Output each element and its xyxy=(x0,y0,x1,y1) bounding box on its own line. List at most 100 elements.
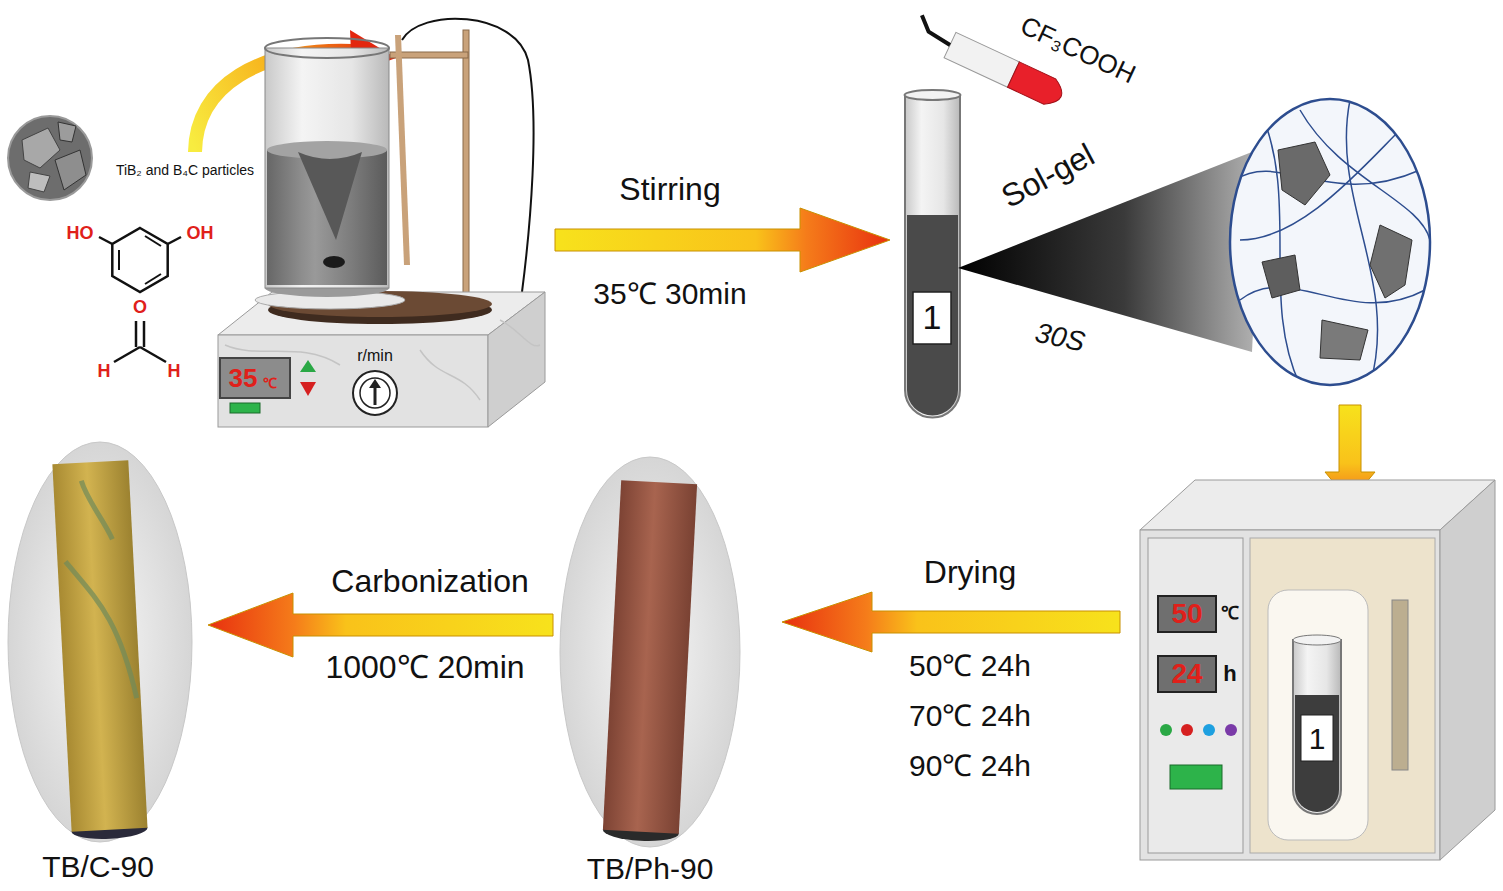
particle xyxy=(28,172,50,192)
power-button xyxy=(1170,765,1222,789)
stirrer-setup: 35℃r/min xyxy=(210,28,550,430)
display xyxy=(220,358,290,398)
stand-rod xyxy=(463,30,469,295)
liquid xyxy=(1295,695,1339,812)
liquid xyxy=(907,215,958,415)
indicator xyxy=(1225,724,1237,736)
condition-label: 1000℃ 20min xyxy=(325,650,524,685)
particle xyxy=(1262,255,1300,298)
double-bond xyxy=(135,321,138,347)
dial-pointer xyxy=(374,386,377,405)
oven-side xyxy=(1440,480,1495,860)
stir-bar xyxy=(323,256,345,268)
tube-label-box xyxy=(913,292,951,344)
display-unit: h xyxy=(1223,662,1236,686)
liquid-surface xyxy=(267,141,387,159)
particle xyxy=(1370,225,1412,298)
condition-label: 50℃ 24h xyxy=(909,649,1031,682)
sample-photo xyxy=(560,457,740,847)
display-value: 35 xyxy=(229,364,258,393)
tube-rim xyxy=(905,90,961,100)
material-label: TiB₂ and B₄C particles xyxy=(116,163,254,178)
carbon-rod xyxy=(603,480,697,833)
process-arrow xyxy=(208,593,553,657)
atom-label: HO xyxy=(67,224,94,244)
atom-label: O xyxy=(133,298,147,318)
condition-label: 35℃ 30min xyxy=(593,277,746,310)
bond xyxy=(99,237,112,244)
process-arrow xyxy=(555,208,890,272)
tube-number: 1 xyxy=(1309,722,1326,755)
display-value: 50 xyxy=(1171,599,1202,630)
stirrer-front xyxy=(218,335,488,427)
liquid xyxy=(267,150,387,285)
sample-photo: TB/Ph-90 xyxy=(556,455,744,887)
particle xyxy=(55,150,86,190)
test-tube: 1 xyxy=(900,90,962,420)
vortex xyxy=(298,152,362,240)
step-label: Sol-gel xyxy=(996,137,1100,215)
condition-label: 90℃ 24h xyxy=(909,749,1031,782)
up-button xyxy=(300,360,316,372)
atom-label: H xyxy=(168,362,181,382)
beaker-rim xyxy=(265,38,389,58)
display-unit: ℃ xyxy=(1221,604,1239,624)
sample-name: TB/Ph-90 xyxy=(587,852,714,885)
sem-image xyxy=(8,116,92,200)
rod-streak xyxy=(61,478,136,701)
speed-dial xyxy=(360,378,390,408)
display-unit: ℃ xyxy=(263,376,277,391)
display xyxy=(1158,656,1216,692)
pipette-body xyxy=(944,32,1019,87)
tube-label-box xyxy=(1301,715,1333,761)
double-bond xyxy=(143,321,146,347)
speed-dial xyxy=(353,371,397,415)
display xyxy=(1158,596,1216,632)
bond xyxy=(114,347,140,362)
control-panel xyxy=(1148,538,1243,853)
process-arrow xyxy=(782,592,1120,652)
pipette-bulb xyxy=(1008,62,1067,110)
thermometer xyxy=(398,35,407,265)
power-button xyxy=(230,403,260,413)
oven-window xyxy=(1268,590,1368,840)
gel-network xyxy=(1230,99,1430,385)
down-button xyxy=(300,382,316,396)
double-bond xyxy=(118,250,120,270)
particle xyxy=(58,122,76,142)
particle xyxy=(22,128,60,168)
beaker xyxy=(265,48,389,288)
oven-top xyxy=(1140,480,1495,530)
drying-oven: 50 ℃ 24 h 1 xyxy=(1140,478,1498,862)
indicator xyxy=(1181,724,1193,736)
step-label: Carbonization xyxy=(331,564,528,599)
test-tube xyxy=(905,95,960,418)
particle xyxy=(1320,320,1368,360)
sample-photo xyxy=(8,442,192,842)
carbon-rod xyxy=(52,460,147,831)
pipette-tip xyxy=(916,15,957,45)
bond xyxy=(140,347,166,362)
oven-test-tube: 1 xyxy=(1285,635,1350,820)
door-handle xyxy=(1392,600,1408,770)
oven-front xyxy=(1140,530,1440,860)
atom-label: H xyxy=(98,362,111,382)
polymer-chain xyxy=(1240,130,1400,240)
double-bond xyxy=(145,236,161,246)
sample-name: TB/C-90 xyxy=(42,850,154,883)
benzene-ring xyxy=(112,228,167,292)
time-label: 30S xyxy=(1032,318,1087,358)
reagent-label: CF₃COOH xyxy=(1016,11,1140,89)
condition-label: 70℃ 24h xyxy=(909,699,1031,732)
indicator xyxy=(1203,724,1215,736)
dial-pointer xyxy=(369,379,381,388)
display-value: 24 xyxy=(1171,659,1202,690)
stirrer-side xyxy=(488,292,545,427)
oven-door xyxy=(1250,538,1435,853)
sample-photo: TB/C-90 xyxy=(5,438,202,887)
tube-number: 1 xyxy=(923,299,942,336)
